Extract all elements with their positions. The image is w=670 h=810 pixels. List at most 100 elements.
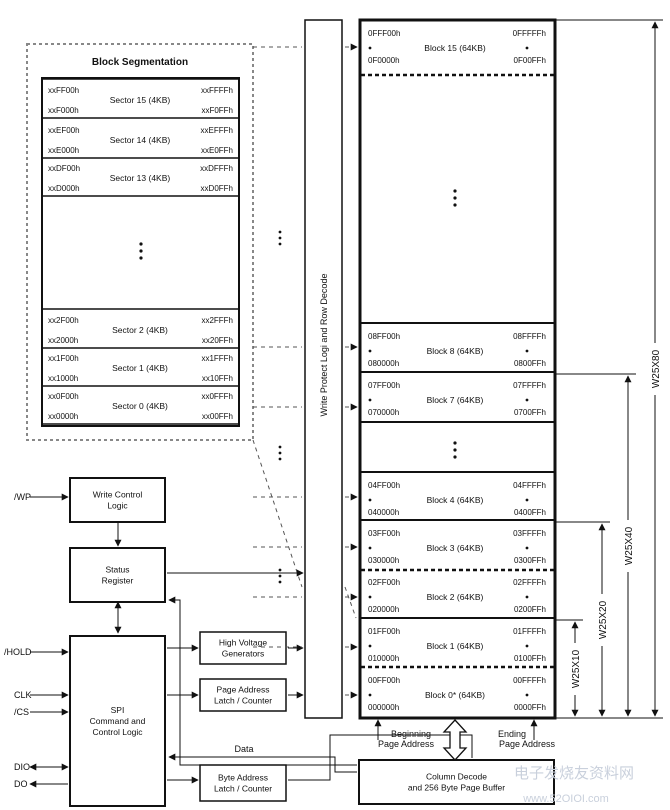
- sector-top-left-address: xx0F00h: [48, 392, 79, 401]
- sector-top-right-address: xxDFFFh: [200, 164, 233, 173]
- logic-box-label: Control Logic: [92, 727, 143, 737]
- sector-top-left-address: xxFF00h: [48, 86, 79, 95]
- block-label: Block 8 (64KB): [427, 346, 484, 356]
- block-bottom-left-address: 000000h: [368, 703, 399, 712]
- block-bottom-left-address: 020000h: [368, 605, 399, 614]
- logic-box-label: Page Address: [217, 685, 270, 695]
- block-label: Block 7 (64KB): [427, 395, 484, 405]
- logic-box-label: Register: [102, 576, 134, 586]
- logic-box-label: Column Decode: [426, 772, 487, 782]
- dimension-label: W25X20: [598, 600, 609, 639]
- sector-bottom-left-address: xx0000h: [48, 412, 78, 421]
- sector-label: Sector 2 (4KB): [112, 325, 168, 335]
- sector-top-left-address: xx1F00h: [48, 354, 79, 363]
- capacity-dimension: W25X40: [556, 373, 636, 717]
- block-bottom-left-address: 030000h: [368, 556, 399, 565]
- block-label: Block 2 (64KB): [427, 592, 484, 602]
- block-bullet: [525, 644, 529, 648]
- memory-array: [358, 18, 557, 720]
- block-segmentation-panel: [26, 43, 254, 441]
- block-top-right-address: 07FFFFh: [513, 381, 546, 390]
- block-label: Block 0* (64KB): [425, 690, 485, 700]
- block-top-right-address: 02FFFFh: [513, 578, 546, 587]
- block-bottom-right-address: 0700FFh: [514, 408, 546, 417]
- logic-box-label: and 256 Byte Page Buffer: [408, 783, 505, 793]
- beginning-page-address-label: Page Address: [378, 739, 435, 749]
- block-bullet: [525, 349, 529, 353]
- memory-block: 02FF00h 020000h 02FFFFh 0200FFh Block 2 (64K…: [368, 578, 546, 614]
- decoder-ellipses: [278, 230, 282, 584]
- block-bottom-left-address: 0F0000h: [368, 56, 400, 65]
- sector-top-left-address: xxEF00h: [48, 126, 80, 135]
- block-bottom-right-address: 0300FFh: [514, 556, 546, 565]
- sector-label: Sector 14 (4KB): [110, 135, 171, 145]
- block-top-left-address: 07FF00h: [368, 381, 400, 390]
- sector-label: Sector 1 (4KB): [112, 363, 168, 373]
- dimension-label-bg: [621, 520, 635, 572]
- block-top-left-address: 03FF00h: [368, 529, 400, 538]
- block-bullet: [368, 595, 372, 599]
- sector-top-right-address: xx1FFFh: [201, 354, 233, 363]
- memory-block: 07FF00h 070000h 07FFFFh 0700FFh Block 7 (64K…: [368, 381, 546, 417]
- logic-box-outline: [69, 635, 166, 807]
- block-top-left-address: 0FFF00h: [368, 29, 400, 38]
- sector-bottom-left-address: xxF000h: [48, 106, 79, 115]
- block-bullet: [368, 693, 372, 697]
- dimension-label-bg: [568, 643, 582, 695]
- dimension-label: W25X10: [571, 649, 582, 688]
- block-segmentation-title: Block Segmentation: [92, 57, 188, 68]
- sector-bottom-left-address: xxE000h: [48, 146, 79, 155]
- sector-bottom-right-address: xx00FFh: [202, 412, 233, 421]
- signal-wires: [29, 493, 538, 788]
- block-bottom-right-address: 0100FFh: [514, 654, 546, 663]
- block-bullet: [525, 546, 529, 550]
- sector-bottom-right-address: xxE0FFh: [201, 146, 233, 155]
- dimension-label-bg: [595, 594, 609, 646]
- block-top-right-address: 00FFFFh: [513, 676, 546, 685]
- logic-box-label: Byte Address: [218, 773, 268, 783]
- row-decode-column: [304, 19, 343, 719]
- block-bottom-left-address: 040000h: [368, 508, 399, 517]
- block-top-left-address: 02FF00h: [368, 578, 400, 587]
- logic-box-label: High Voltage: [219, 638, 267, 648]
- block-bullet: [525, 398, 529, 402]
- data-label: Data: [234, 744, 253, 754]
- sector-bottom-right-address: xx20FFh: [202, 336, 233, 345]
- block-top-left-address: 08FF00h: [368, 332, 400, 341]
- sector-top-right-address: xxFFFFh: [201, 86, 233, 95]
- decoder-row-arrows: [253, 43, 358, 699]
- logic-box-outline: [358, 759, 555, 805]
- block-bottom-left-address: 080000h: [368, 359, 399, 368]
- block-bottom-right-address: 0200FFh: [514, 605, 546, 614]
- capacity-dimension: W25X10: [556, 619, 583, 717]
- logic-box-label: Write Control: [93, 490, 143, 500]
- block-bullet: [368, 498, 372, 502]
- block-bottom-left-address: 070000h: [368, 408, 399, 417]
- block-top-right-address: 03FFFFh: [513, 529, 546, 538]
- block-bullet: [525, 693, 529, 697]
- sector-bottom-right-address: xxF0FFh: [201, 106, 233, 115]
- block-bottom-left-address: 010000h: [368, 654, 399, 663]
- logic-box-label: Generators: [222, 649, 265, 659]
- logic-box-label: Logic: [107, 501, 128, 511]
- block-bottom-right-address: 0800FFh: [514, 359, 546, 368]
- sector-ellipsis: [139, 242, 143, 260]
- block-bottom-right-address: 0F00FFh: [514, 56, 546, 65]
- logic-box-outline: [199, 631, 287, 665]
- block-label: Block 4 (64KB): [427, 495, 484, 505]
- logic-box-outline: [69, 477, 166, 523]
